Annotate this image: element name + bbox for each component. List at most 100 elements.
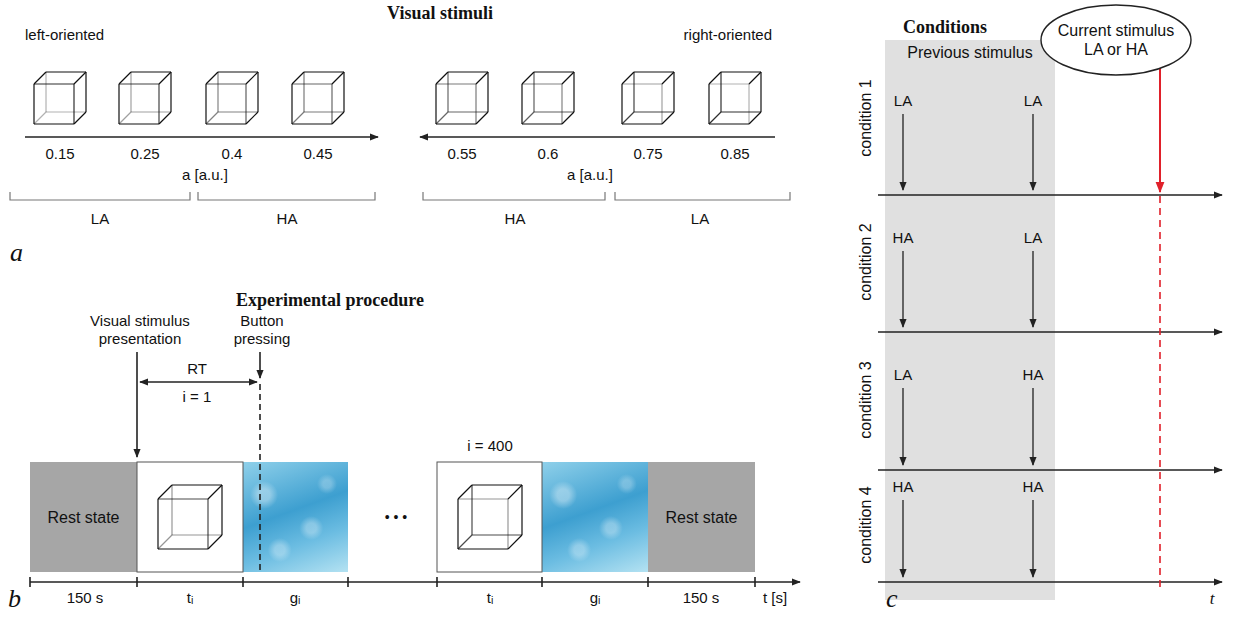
cube-edge — [218, 111, 258, 112]
cube-edge — [172, 534, 222, 535]
rest-state-box: Rest state — [30, 462, 137, 572]
cube-edge — [709, 123, 749, 124]
cube-edge — [522, 72, 534, 84]
cube-edge — [507, 499, 508, 549]
cube-edge — [118, 84, 119, 124]
cube-edge — [207, 499, 208, 549]
ellipse-outline — [1040, 4, 1192, 76]
cube-edge — [343, 72, 344, 112]
text-label: • • • — [385, 508, 407, 526]
text-label: i = 1 — [183, 388, 212, 406]
cube-edge — [709, 112, 721, 124]
cube-edge — [158, 485, 172, 499]
text-label: RT — [187, 360, 207, 378]
cube-edge — [457, 499, 458, 549]
axis-arrow — [25, 136, 378, 138]
cube-edge — [246, 112, 258, 124]
previous-stimulus-band: Previous stimulus — [885, 40, 1055, 600]
cube-edge — [662, 112, 674, 124]
time-axis — [878, 194, 1222, 196]
cube-edge — [206, 112, 218, 124]
bracket — [10, 192, 790, 200]
node-text: Rest state — [47, 508, 119, 527]
press-line — [259, 384, 261, 572]
cube-edge — [332, 72, 344, 84]
gap-image — [542, 462, 648, 572]
cube-edge — [206, 123, 246, 124]
cube-edge — [534, 71, 574, 72]
current-line — [1159, 196, 1161, 592]
cube-edge — [170, 72, 171, 112]
cube-edge — [749, 112, 761, 124]
current-stimulus-ellipse: Current stimulus LA or HA — [1040, 4, 1192, 76]
condition-label: condition 2 — [857, 223, 875, 300]
cube-edge — [292, 72, 304, 84]
text-label: 0.4 — [222, 145, 243, 163]
cube-edge — [749, 72, 761, 84]
cube-edge — [458, 485, 472, 499]
pointer-arrow — [136, 352, 138, 457]
text-label: 0.25 — [130, 145, 159, 163]
cube-edge — [304, 71, 344, 72]
text-label: 0.75 — [633, 145, 662, 163]
text-label: 0.45 — [303, 145, 332, 163]
text-label: 150 s — [67, 589, 104, 607]
cube-edge — [33, 84, 34, 124]
pointer-arrow — [259, 352, 261, 378]
cube-edge — [206, 72, 218, 84]
current-arrow — [1159, 68, 1161, 192]
cube-edge — [74, 72, 86, 84]
cube-edge — [218, 71, 258, 72]
axis-arrow — [420, 136, 775, 138]
cube-edge — [292, 112, 304, 124]
text-label: HA — [1023, 478, 1044, 496]
cube-edge — [621, 84, 622, 124]
cube-edge — [34, 83, 74, 84]
text-label: t [s] — [763, 589, 787, 607]
cube-edge — [748, 84, 749, 124]
cube-edge — [760, 72, 761, 112]
text-label: i = 400 — [467, 437, 512, 455]
cube-edge — [661, 84, 662, 124]
cube-edge — [633, 72, 634, 112]
cube-edge — [158, 535, 172, 549]
text-label: left-oriented — [25, 26, 104, 44]
cube-edge — [472, 534, 522, 535]
cube-edge — [245, 84, 246, 124]
time-axis — [878, 331, 1222, 333]
cube-edge — [508, 485, 522, 499]
text-label: HA — [1023, 366, 1044, 384]
panel-letter: c — [886, 586, 898, 612]
text-label: HA — [893, 478, 914, 496]
cube-edge — [436, 112, 448, 124]
cube-edge — [471, 485, 472, 535]
cube-edge — [448, 71, 488, 72]
cube-edge — [172, 484, 222, 485]
time-axis — [878, 469, 1222, 471]
cube-edge — [332, 112, 344, 124]
text-label: tᵢ — [487, 589, 494, 607]
cube-edge — [131, 71, 171, 72]
cube-edge — [522, 112, 534, 124]
time-axis — [30, 581, 800, 583]
cube-edge — [73, 84, 74, 124]
cube-edge — [171, 485, 172, 535]
cube-edge — [721, 111, 761, 112]
text-label: HA — [505, 210, 526, 228]
cube-edge — [85, 72, 86, 112]
cube-edge — [221, 485, 222, 535]
cube-edge — [709, 83, 749, 84]
condition-label: condition 4 — [857, 486, 875, 563]
panel-title: Experimental procedure — [236, 291, 424, 309]
cube-edge — [435, 84, 436, 124]
cube-edge — [634, 111, 674, 112]
condition-label: condition 3 — [857, 361, 875, 438]
cube-edge — [34, 112, 46, 124]
cube-edge — [34, 123, 74, 124]
cube-edge — [662, 72, 674, 84]
time-axis — [878, 581, 1222, 583]
cube-edge — [458, 498, 508, 499]
cube-edge — [476, 112, 488, 124]
cube-edge — [208, 535, 222, 549]
cube-edge — [562, 72, 574, 84]
